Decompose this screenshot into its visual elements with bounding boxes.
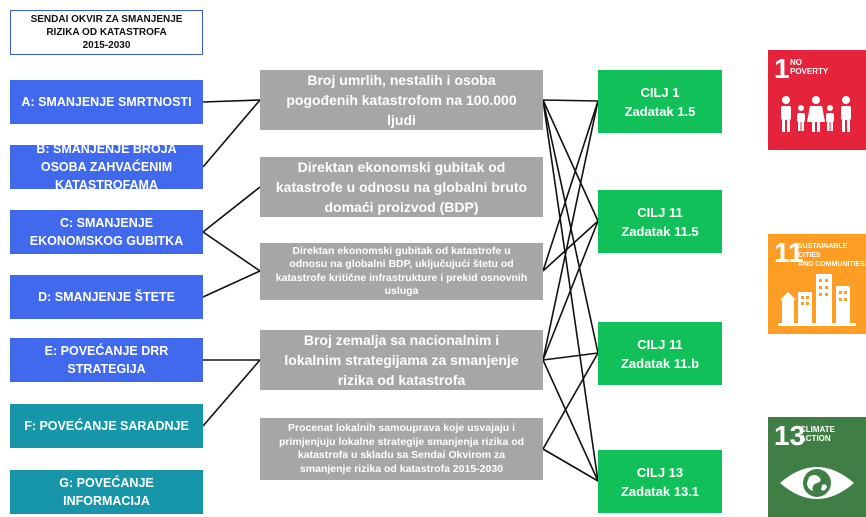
indicator-goal-link xyxy=(542,220,599,272)
indicator-4-box: Broj zemalja sa nacionalnim i lokalnim s… xyxy=(260,330,543,390)
indicator-goal-link xyxy=(542,100,599,361)
target-f-box: F: POVEĆANJE SARADNJE xyxy=(10,404,203,448)
sdg-13-tile: 13 CLIMATE ACTION xyxy=(768,417,866,517)
indicator-1-text: Broj umrlih, nestalih i osoba pogođenih … xyxy=(286,72,517,128)
sdg-13-number: 13 xyxy=(774,420,806,451)
target-c-box: C: SMANJENJE EKONOMSKOG GUBITKA xyxy=(10,210,203,254)
target-d-box: D: SMANJENJE ŠTETE xyxy=(10,275,203,319)
target-a-box: A: SMANJENJE SMRTNOSTI xyxy=(10,80,203,124)
target-d-label: D: SMANJENJE ŠTETE xyxy=(38,290,175,304)
goal-4-box: CILJ 13 Zadatak 13.1 xyxy=(598,450,722,513)
indicator-goal-link xyxy=(542,220,599,361)
sdg-13-label: CLIMATE ACTION xyxy=(800,425,835,443)
goal-1-box: CILJ 1 Zadatak 1.5 xyxy=(598,70,722,133)
sdg-11-number: 11 xyxy=(774,237,804,268)
goal-1-title: CILJ 1 xyxy=(640,84,680,100)
target-b-label: B: SMANJENJE BROJA OSOBA ZAHVAĆENIM KATA… xyxy=(36,142,177,192)
target-indicator-link xyxy=(202,359,261,427)
indicator-goal-link xyxy=(542,352,599,450)
eye-globe-icon xyxy=(780,467,854,499)
goal-3-box: CILJ 11 Zadatak 11.b xyxy=(598,322,722,385)
indicator-2-text: Direktan ekonomski gubitak od katastrofe… xyxy=(275,159,528,215)
goal-3-title: CILJ 11 xyxy=(637,336,683,352)
indicator-4-text: Broj zemalja sa nacionalnim i lokalnim s… xyxy=(284,332,519,388)
target-e-label: E: POVEĆANJE DRR STRATEGIJA xyxy=(44,344,169,376)
target-c-label: C: SMANJENJE EKONOMSKOG GUBITKA xyxy=(29,216,184,248)
indicator-goal-link xyxy=(542,99,599,102)
indicator-3-box: Direktan ekonomski gubitak od katastrofe… xyxy=(260,243,543,300)
target-indicator-link xyxy=(202,99,261,103)
target-e-box: E: POVEĆANJE DRR STRATEGIJA xyxy=(10,338,203,382)
goal-2-task: Zadatak 11.5 xyxy=(621,223,699,239)
goal-3-task: Zadatak 11.b xyxy=(620,355,700,371)
target-b-box: B: SMANJENJE BROJA OSOBA ZAHVAĆENIM KATA… xyxy=(10,142,203,192)
goal-4-title: CILJ 13 xyxy=(636,464,684,480)
indicator-goal-link xyxy=(542,359,599,482)
goal-2-title: CILJ 11 xyxy=(637,204,683,220)
framework-title-line2: RIZIKA OD KATASTROFA xyxy=(46,27,167,38)
indicator-goal-link xyxy=(542,99,599,354)
framework-title-line1: SENDAI OKVIR ZA SMANJENJE xyxy=(30,14,183,25)
indicator-goal-link xyxy=(542,352,599,361)
indicator-2-box: Direktan ekonomski gubitak od katastrofe… xyxy=(260,157,543,217)
target-f-label: F: POVEĆANJE SARADNJE xyxy=(24,419,189,433)
indicator-goal-link xyxy=(542,100,599,272)
sdg-1-number: 1 xyxy=(774,53,790,84)
goal-4-task: Zadatak 13.1 xyxy=(620,483,700,499)
indicator-5-text: Procenat lokalnih samouprava koje usvaja… xyxy=(278,422,525,475)
target-g-box: G: POVEĆANJE INFORMACIJA xyxy=(10,470,203,514)
sdg-11-tile: 11 SUSTAINABLE CITIES AND COMMUNITIES xyxy=(768,234,866,334)
goal-2-box: CILJ 11 Zadatak 11.5 xyxy=(598,190,722,253)
target-a-label: A: SMANJENJE SMRTNOSTI xyxy=(21,95,192,109)
sdg-11-label: SUSTAINABLE CITIES AND COMMUNITIES xyxy=(798,243,865,268)
target-indicator-link xyxy=(202,231,261,272)
indicator-3-text: Direktan ekonomski gubitak od katastrofe… xyxy=(275,244,528,298)
target-indicator-link xyxy=(202,186,261,233)
target-indicator-link xyxy=(202,99,261,168)
indicator-goal-link xyxy=(542,448,599,482)
sdg-1-tile: 1 NO POVERTY xyxy=(768,50,866,150)
indicator-1-box: Broj umrlih, nestalih i osoba pogođenih … xyxy=(260,70,543,130)
framework-title-box: SENDAI OKVIR ZA SMANJENJE RIZIKA OD KATA… xyxy=(10,10,203,55)
indicator-goal-link xyxy=(542,99,599,222)
framework-title-line3: 2015-2030 xyxy=(82,40,131,51)
family-icon xyxy=(781,96,851,132)
city-icon xyxy=(778,274,856,326)
target-g-label: G: POVEĆANJE INFORMACIJA xyxy=(59,476,154,508)
target-indicator-link xyxy=(202,270,261,298)
indicator-5-box: Procenat lokalnih samouprava koje usvaja… xyxy=(260,418,543,480)
goal-1-task: Zadatak 1.5 xyxy=(624,103,696,119)
sdg-1-label: NO POVERTY xyxy=(790,58,829,76)
